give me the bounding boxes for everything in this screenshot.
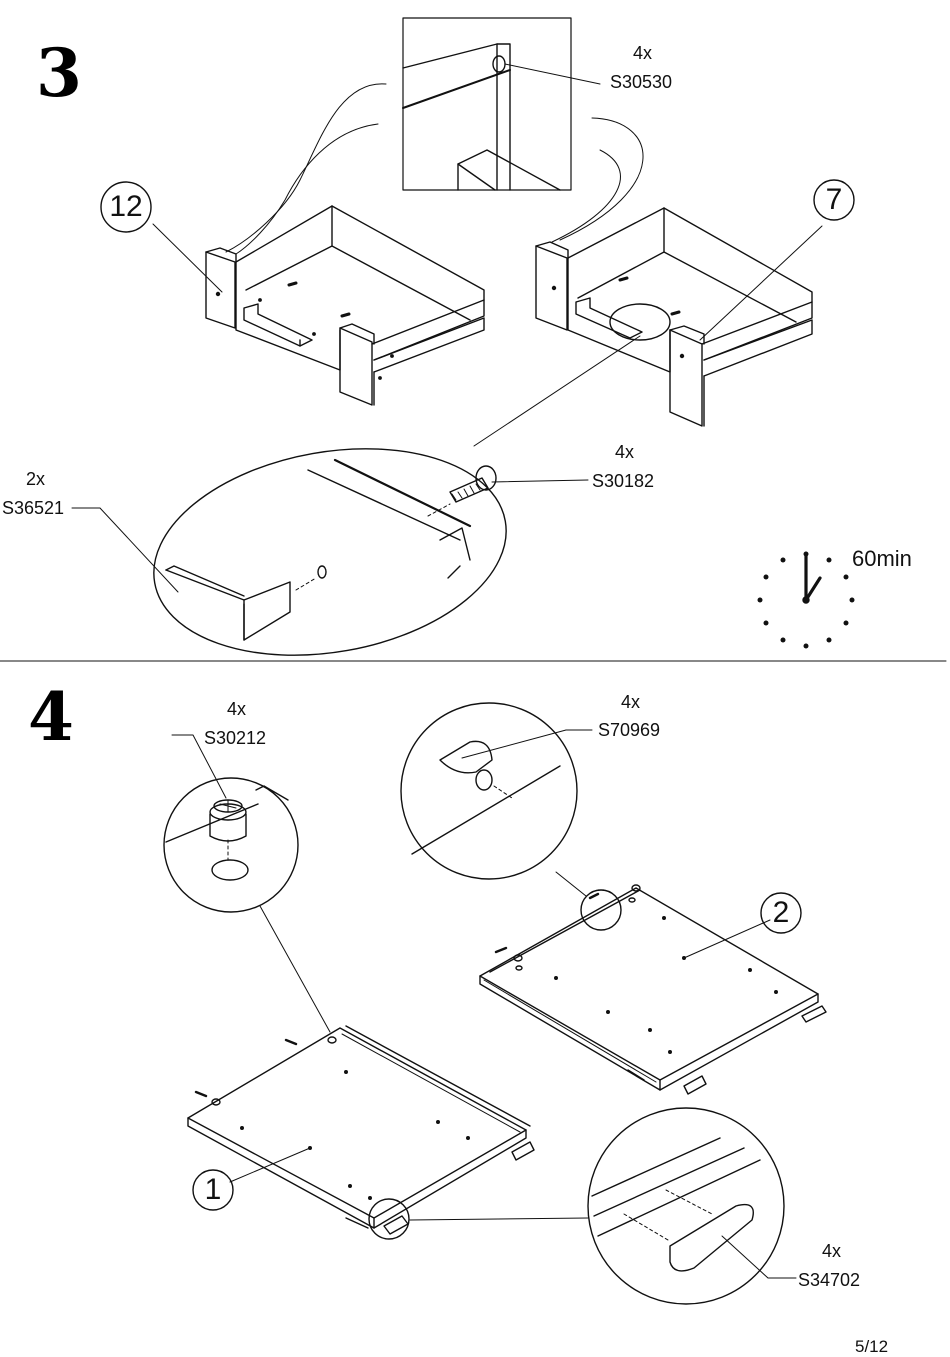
- part-code-s30182: S30182: [592, 471, 655, 491]
- panel-2: [479, 884, 827, 1095]
- step-number-4: 4: [28, 678, 74, 756]
- callout-label-7: 7: [825, 183, 843, 216]
- part-qty-s30182: 4x: [615, 442, 635, 462]
- part-code-s36521: S36521: [2, 498, 65, 518]
- callout-circle-12: [100, 181, 152, 233]
- step4-connector-zoom: [368, 1107, 797, 1305]
- part-qty-s30530: 4x: [633, 43, 653, 63]
- part-code-s30530: S30530: [610, 72, 673, 92]
- drawer-right: [535, 207, 823, 427]
- step3-zoom-ellipse: [71, 335, 641, 656]
- part-qty-s30212: 4x: [227, 699, 247, 719]
- part-qty-s70969: 4x: [621, 692, 641, 712]
- clock-icon: [757, 551, 855, 649]
- callout-circle-2: [760, 892, 802, 934]
- step3-detail-box: [225, 17, 644, 255]
- step4-dowel-zoom: [400, 702, 622, 931]
- part-code-s34702: S34702: [798, 1270, 861, 1290]
- callout-label-12: 12: [109, 190, 143, 223]
- part-code-s30212: S30212: [204, 728, 267, 748]
- part-code-s70969: S70969: [598, 720, 661, 740]
- part-qty-s36521: 2x: [26, 469, 46, 489]
- callout-circle-1: [192, 1169, 234, 1211]
- time-label: 60min: [852, 546, 912, 571]
- callout-circle-7: [813, 179, 855, 221]
- part-qty-s34702: 4x: [822, 1241, 842, 1261]
- callout-label-2: 2: [772, 896, 790, 929]
- callout-label-1: 1: [204, 1173, 222, 1206]
- panel-1: [187, 1025, 535, 1229]
- step4-camlock-zoom: [163, 734, 331, 1033]
- drawer-left: [152, 205, 485, 406]
- page-number: 5/12: [855, 1337, 889, 1356]
- step-number-3: 3: [36, 34, 82, 112]
